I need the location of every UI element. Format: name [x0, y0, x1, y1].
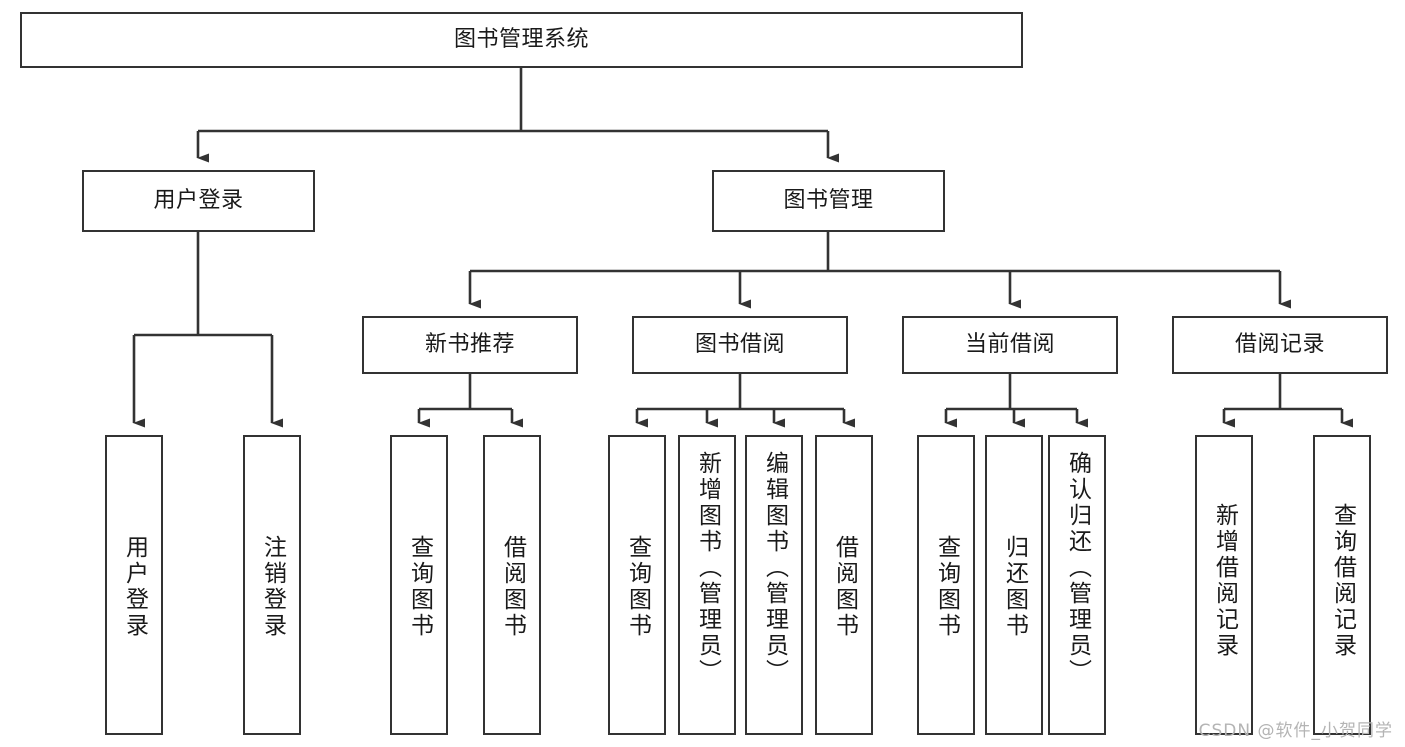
node-leaf-return-book-label: 归还图书 — [1001, 535, 1028, 639]
node-leaf-logout-label: 注销登录 — [259, 535, 286, 639]
node-leaf-user-login-label: 用户登录 — [121, 535, 148, 639]
node-user-login-label: 用户登录 — [153, 188, 244, 214]
node-leaf-user-login[interactable]: 用户登录 — [105, 435, 163, 735]
node-leaf-query-book-2[interactable]: 查询图书 — [608, 435, 666, 735]
node-leaf-query-book-1-label: 查询图书 — [406, 535, 433, 639]
node-root-title-label: 图书管理系统 — [453, 27, 589, 53]
node-book-manage[interactable]: 图书管理 — [712, 170, 945, 232]
node-book-manage-label: 图书管理 — [783, 188, 874, 214]
node-leaf-return-book[interactable]: 归还图书 — [985, 435, 1043, 735]
node-leaf-query-book-2-label: 查询图书 — [624, 535, 651, 639]
node-leaf-logout[interactable]: 注销登录 — [243, 435, 301, 735]
node-book-borrow-label: 图书借阅 — [694, 332, 785, 358]
node-leaf-borrow-book-1[interactable]: 借阅图书 — [483, 435, 541, 735]
node-borrow-record-label: 借阅记录 — [1234, 332, 1325, 358]
node-leaf-edit-book[interactable]: 编辑图书（管理员） — [745, 435, 803, 735]
node-current-borrow-label: 当前借阅 — [964, 332, 1055, 358]
node-leaf-confirm-return[interactable]: 确认归还（管理员） — [1048, 435, 1106, 735]
node-leaf-query-book-3[interactable]: 查询图书 — [917, 435, 975, 735]
node-leaf-borrow-book-1-label: 借阅图书 — [499, 535, 526, 639]
node-leaf-add-book[interactable]: 新增图书（管理员） — [678, 435, 736, 735]
node-leaf-query-record[interactable]: 查询借阅记录 — [1313, 435, 1371, 735]
node-leaf-query-book-1[interactable]: 查询图书 — [390, 435, 448, 735]
node-leaf-add-record[interactable]: 新增借阅记录 — [1195, 435, 1253, 735]
node-leaf-query-record-label: 查询借阅记录 — [1329, 503, 1356, 659]
node-leaf-confirm-return-label: 确认归还（管理员） — [1064, 451, 1091, 685]
node-root-title[interactable]: 图书管理系统 — [20, 12, 1023, 68]
node-leaf-borrow-book-2-label: 借阅图书 — [831, 535, 858, 639]
node-new-book-rec-label: 新书推荐 — [424, 332, 515, 358]
node-book-borrow[interactable]: 图书借阅 — [632, 316, 848, 374]
node-leaf-add-record-label: 新增借阅记录 — [1211, 503, 1238, 659]
node-user-login[interactable]: 用户登录 — [82, 170, 315, 232]
node-leaf-borrow-book-2[interactable]: 借阅图书 — [815, 435, 873, 735]
node-borrow-record[interactable]: 借阅记录 — [1172, 316, 1388, 374]
node-leaf-query-book-3-label: 查询图书 — [933, 535, 960, 639]
node-leaf-add-book-label: 新增图书（管理员） — [694, 451, 721, 685]
node-leaf-edit-book-label: 编辑图书（管理员） — [761, 451, 788, 685]
node-current-borrow[interactable]: 当前借阅 — [902, 316, 1118, 374]
node-new-book-rec[interactable]: 新书推荐 — [362, 316, 578, 374]
